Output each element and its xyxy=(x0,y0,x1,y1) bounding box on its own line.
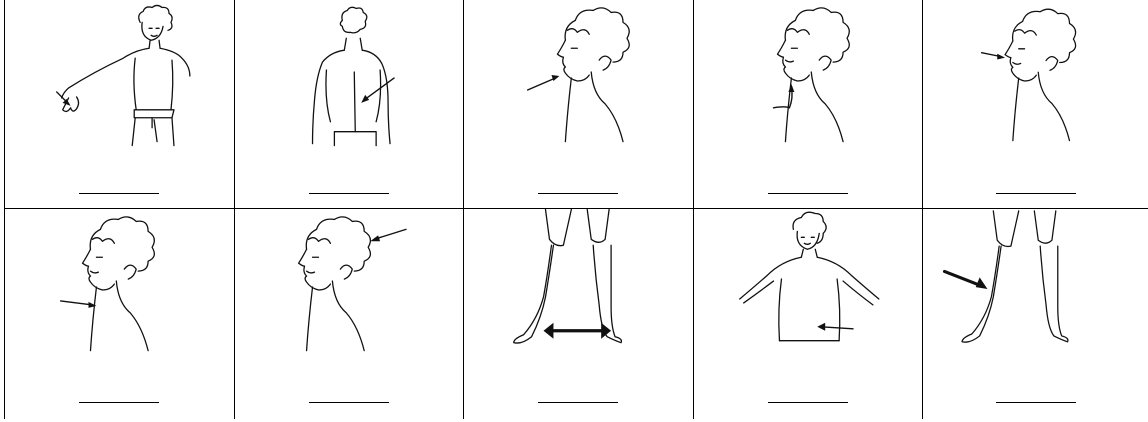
answer-line[interactable] xyxy=(538,193,618,194)
answer-line[interactable] xyxy=(309,402,389,403)
card-back xyxy=(234,0,464,209)
boy-profile-drawing xyxy=(464,0,693,165)
boy-front-drawing xyxy=(5,0,234,165)
card-feet xyxy=(464,209,694,420)
grid-row-2 xyxy=(5,209,1148,420)
card-chin xyxy=(5,209,235,420)
card-neck xyxy=(693,0,923,209)
answer-line[interactable] xyxy=(996,193,1076,194)
boy-profile-drawing xyxy=(235,209,464,374)
boy-torso-drawing xyxy=(694,209,923,374)
boy-profile-drawing xyxy=(5,209,234,374)
card-nose xyxy=(923,0,1148,209)
card-leg xyxy=(923,209,1148,420)
card-belly xyxy=(693,209,923,420)
legs-drawing xyxy=(464,209,693,374)
card-hand xyxy=(5,0,235,209)
answer-line[interactable] xyxy=(309,193,389,194)
answer-line[interactable] xyxy=(538,402,618,403)
boy-profile-drawing xyxy=(923,0,1148,165)
picture-grid xyxy=(4,0,1148,419)
answer-line[interactable] xyxy=(79,193,159,194)
answer-line[interactable] xyxy=(768,402,848,403)
answer-line[interactable] xyxy=(768,193,848,194)
answer-line[interactable] xyxy=(79,402,159,403)
legs-drawing xyxy=(923,209,1148,374)
answer-line[interactable] xyxy=(996,402,1076,403)
boy-back-drawing xyxy=(235,0,464,165)
grid-row-1 xyxy=(5,0,1148,209)
card-hair xyxy=(234,209,464,420)
card-mouth xyxy=(464,0,694,209)
boy-profile-drawing xyxy=(694,0,923,165)
